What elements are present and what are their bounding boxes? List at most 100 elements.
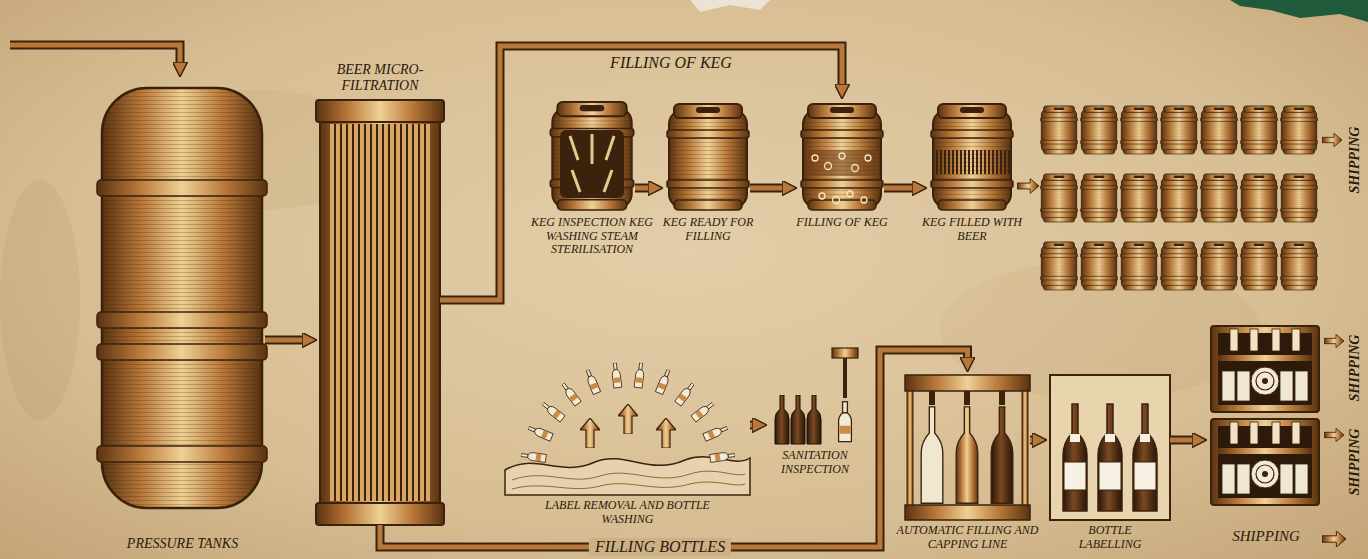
process-stage: AUTOMATIC FILLING AND CAPPING LINE <box>905 375 1030 520</box>
keg-stack-part <box>1200 106 1237 154</box>
stage-caption: SANITATION INSPECTION <box>765 449 865 476</box>
keg-stack-part <box>1280 106 1317 154</box>
keg-filling-part <box>833 197 840 204</box>
keg-filling-part <box>839 153 845 159</box>
flow-arrow <box>265 340 302 341</box>
paper-edge-part <box>0 180 80 420</box>
keg-stack-part <box>1120 242 1157 290</box>
keg-filling-part <box>861 197 867 203</box>
keg-filling-part <box>819 193 825 199</box>
bottle-washer-part <box>675 381 696 406</box>
bottle-washer-part <box>703 424 729 441</box>
shipping-label: SHIPPING <box>1347 429 1363 496</box>
flow-arrow-body <box>380 350 968 547</box>
process-stage: KEG FILLED WITH BEER <box>930 102 1014 212</box>
inflow-arrow-part <box>10 45 180 62</box>
sanitation-station-part <box>832 348 858 358</box>
stage-caption: LABEL REMOVAL AND BOTTLE WASHING <box>543 499 713 526</box>
flow-arrow-outline <box>440 46 842 300</box>
process-stage: PRESSURE TANKS <box>100 85 265 510</box>
keg-full-part <box>934 150 1010 174</box>
labelling-machine-part <box>1105 434 1115 442</box>
keg-washer-part <box>550 102 633 210</box>
keg-stack <box>1040 106 1317 290</box>
keg-stack-part <box>1200 174 1237 222</box>
filling-machine-part <box>905 375 1030 391</box>
flow-arrow-body <box>884 186 912 191</box>
bottle-washer-part <box>540 400 565 422</box>
flow-arrow-icon <box>1324 334 1344 347</box>
process-stage: BOTTLE LABELLING <box>1050 375 1170 520</box>
sanitation-station <box>775 348 858 444</box>
keg-empty-part <box>667 104 749 210</box>
sanitation-station-part <box>843 358 847 398</box>
bottle-washer-part <box>527 424 553 441</box>
stage-caption: BEER MICRO-FILTRATION <box>328 62 432 94</box>
pressure-tank-part <box>97 446 267 462</box>
bottle-washer-part <box>520 451 546 462</box>
stage-caption: KEG READY FOR FILLING <box>658 216 758 243</box>
bottle-washer-part <box>584 368 601 394</box>
filling-machine-part <box>964 391 970 405</box>
micro-filter-part <box>316 100 444 122</box>
flow-arrow-body <box>635 186 648 191</box>
keg-stack-part <box>1200 242 1237 290</box>
flow-label: FILLING BOTTLES <box>589 538 731 556</box>
micro-filter-part <box>316 503 444 525</box>
keg-stack-part <box>1240 106 1277 154</box>
stage-caption: AUTOMATIC FILLING AND CAPPING LINE <box>883 524 1053 551</box>
keg-stack-part <box>1120 174 1157 222</box>
keg-filling-part <box>801 104 883 210</box>
keg-stack-part <box>1160 174 1197 222</box>
flow-arrow <box>380 350 968 547</box>
bottle-washer-part <box>710 451 736 462</box>
keg-stack-part <box>1240 242 1277 290</box>
sanitation-station-part <box>791 395 805 444</box>
bottle-washer <box>505 362 750 495</box>
flow-arrow-body <box>1030 438 1032 443</box>
keg-filling-part <box>808 150 876 176</box>
shipping-label: SHIPPING <box>1347 127 1363 194</box>
micro-filter <box>316 100 444 525</box>
labelling-machine-part <box>1133 404 1157 511</box>
filling-machine <box>905 375 1030 520</box>
keg-washer <box>550 102 633 210</box>
flow-arrow-body <box>750 186 782 191</box>
keg-stack-part <box>1160 242 1197 290</box>
flow-arrow-outline <box>635 184 648 193</box>
flow-arrow <box>1030 440 1032 441</box>
bottle-washer-part <box>560 381 581 406</box>
pressure-tank <box>97 88 267 508</box>
flow-arrow-outline <box>884 184 912 193</box>
keg-filling-part <box>847 191 853 197</box>
beer-crates-part <box>1211 419 1319 505</box>
labelling-machine-part <box>1099 462 1121 490</box>
flow-arrow-icon <box>1324 428 1344 441</box>
process-stage: KEG INSPECTION KEG WASHING STEAM STERILI… <box>549 100 635 212</box>
labelling-machine-part <box>1140 434 1150 442</box>
shipping-label: SHIPPING <box>1347 335 1363 402</box>
paper-edge-part <box>690 0 770 12</box>
keg-stack-part <box>1040 106 1077 154</box>
flow-arrow-icon <box>1017 179 1039 194</box>
keg-full <box>931 104 1013 210</box>
beer-crates-part <box>1211 326 1319 412</box>
process-stage: LABEL REMOVAL AND BOTTLE WASHING <box>505 355 750 495</box>
filling-machine-part <box>1022 378 1028 508</box>
filling-machine-part <box>999 391 1005 405</box>
bottle-washer-part <box>634 362 645 388</box>
labelling-machine-part <box>1070 434 1080 442</box>
keg-stack-part <box>1120 106 1157 154</box>
keg-filling-part <box>852 165 859 172</box>
keg-washer-part <box>606 136 614 160</box>
bottle-washer-part <box>618 404 638 434</box>
bottle-washer-part <box>691 400 716 422</box>
keg-filling-part <box>825 163 832 170</box>
micro-filter-part <box>330 124 430 501</box>
keg-filling-part <box>812 155 818 161</box>
flow-arrow-icon <box>1322 531 1346 547</box>
inflow-arrow-part <box>10 45 180 62</box>
flow-arrow-body <box>750 423 752 428</box>
